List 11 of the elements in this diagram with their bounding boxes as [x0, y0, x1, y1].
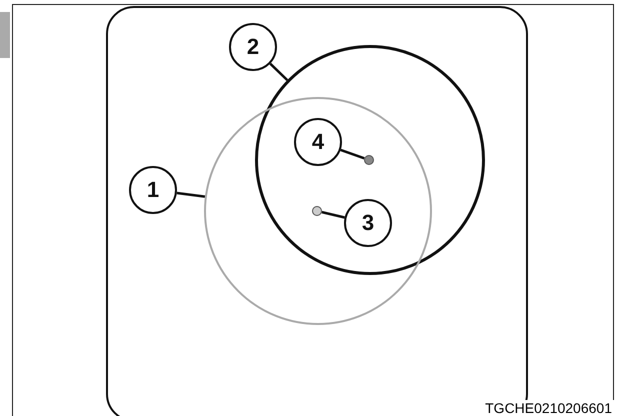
- callout-number: 3: [344, 199, 392, 247]
- figure-code: TGCHE0210206601: [483, 400, 614, 416]
- leader-line: [176, 192, 206, 198]
- callout-number: 4: [294, 118, 342, 166]
- callout-number: 1: [129, 166, 177, 214]
- dot: [312, 206, 322, 216]
- leader-line: [269, 62, 288, 81]
- leader-line: [322, 210, 345, 219]
- leader-line: [340, 148, 365, 160]
- dot: [364, 155, 374, 165]
- callout-number: 2: [229, 23, 277, 71]
